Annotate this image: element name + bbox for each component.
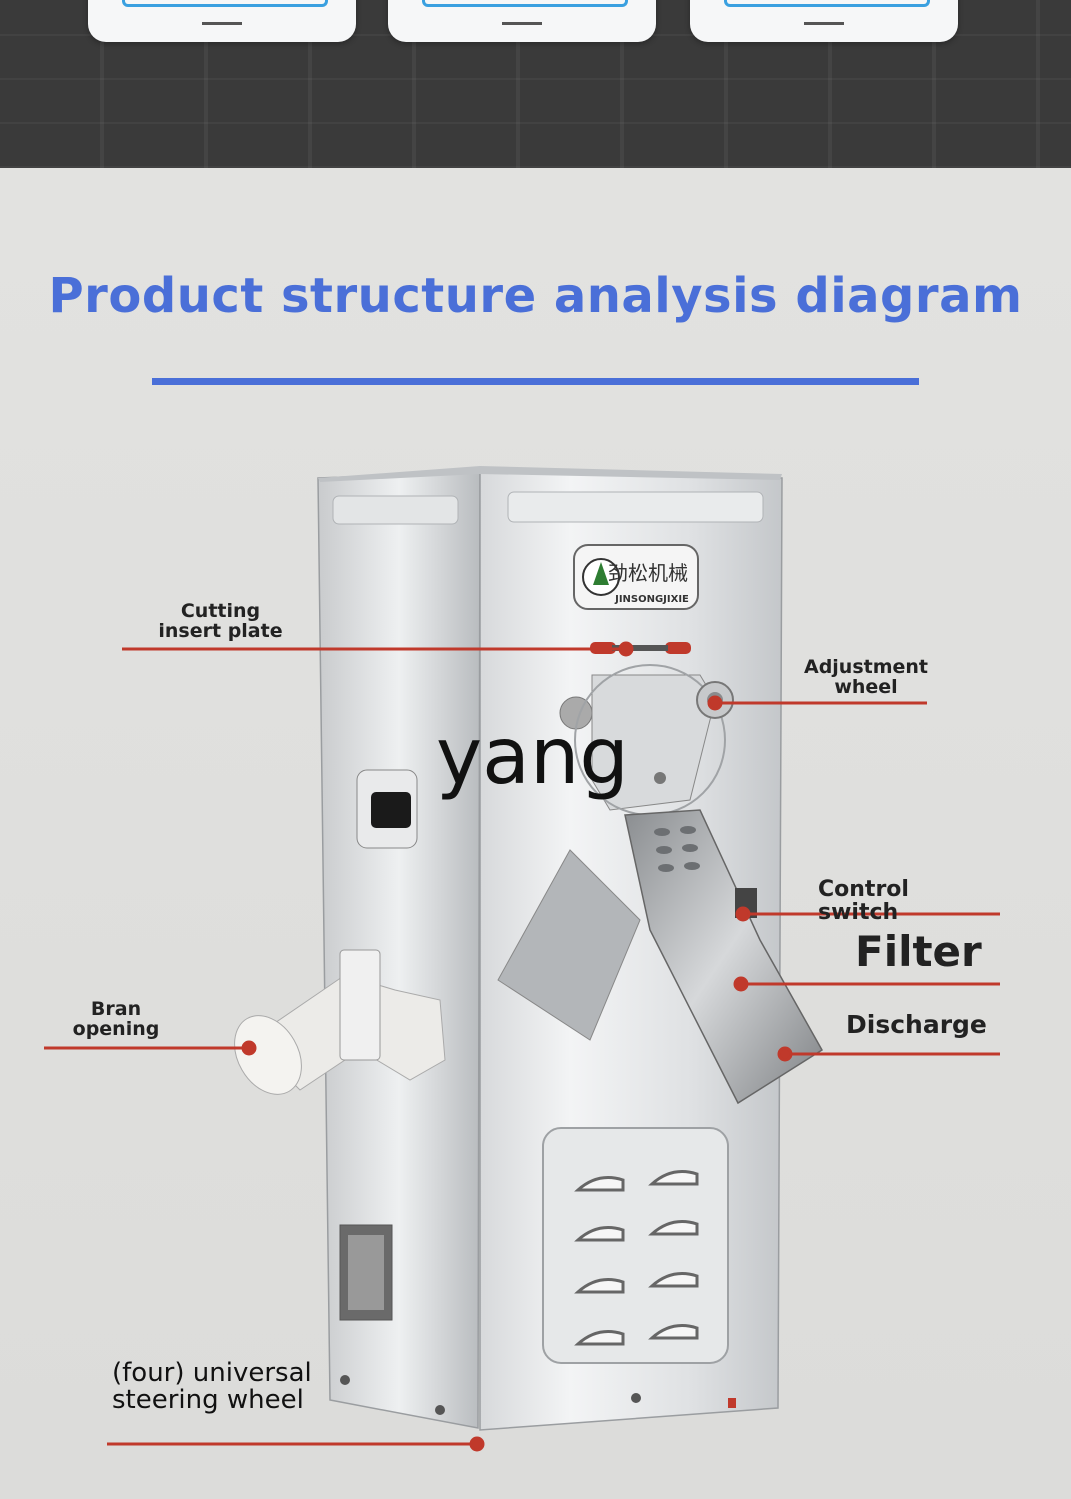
callout-lines <box>44 641 1000 1452</box>
label-discharge: Discharge <box>846 1010 987 1039</box>
watermark-text: yang <box>436 712 629 802</box>
label-filter: Filter <box>855 927 982 976</box>
label-universal-wheel: (four) universal steering wheel <box>112 1358 312 1416</box>
discharge-chute <box>624 809 824 1105</box>
label-bran-opening: Bran opening <box>72 998 160 1040</box>
machine-top <box>318 466 782 482</box>
mechanism-housing <box>591 674 716 811</box>
label-adjustment-wheel: Adjustment wheel <box>803 656 929 698</box>
brand-chinese: 劲松机械 <box>608 561 688 585</box>
vent-panel <box>542 1127 729 1364</box>
page-title: Product structure analysis diagram <box>48 268 1023 324</box>
brand-latin: JINSONGJIXIE <box>614 594 689 605</box>
label-cutting-insert-plate: Cutting insert plate <box>158 600 283 642</box>
top-banner <box>0 0 1071 168</box>
title-underline <box>152 378 919 385</box>
label-control-switch: Control switch <box>818 877 909 926</box>
upper-recess <box>507 491 764 523</box>
